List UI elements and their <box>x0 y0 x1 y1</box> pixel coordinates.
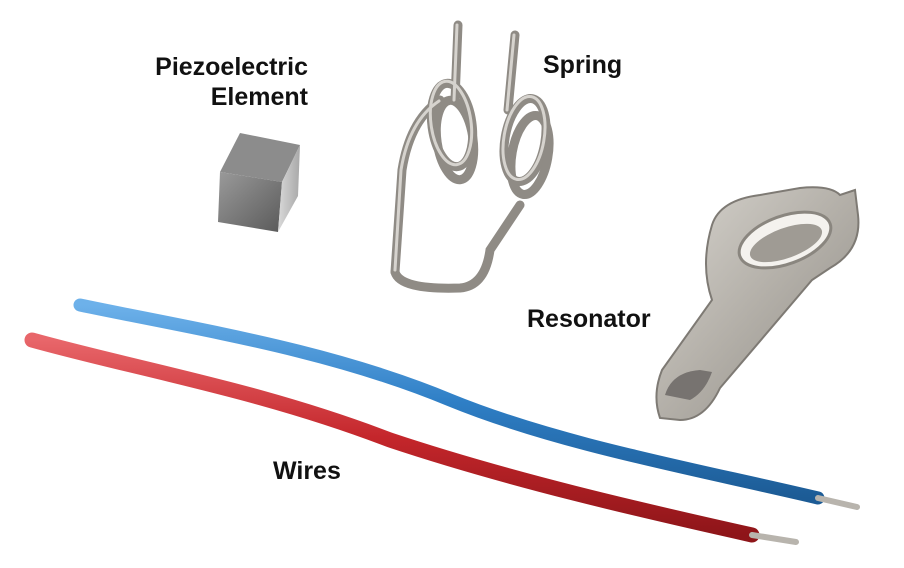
resonator-label: Resonator <box>527 305 651 333</box>
piezo-label-line2: Element <box>210 83 308 111</box>
resonator <box>655 186 860 422</box>
spring-label: Spring <box>543 51 623 79</box>
spring <box>390 20 554 293</box>
piezo-label-line1: Piezoelectric <box>155 53 308 81</box>
blue-wire <box>73 298 860 510</box>
red-wire <box>24 332 799 545</box>
wires-label: Wires <box>273 457 341 485</box>
piezoelectric-element-label: Piezoelectric Element <box>126 52 308 112</box>
piezoelectric-element <box>218 133 300 232</box>
